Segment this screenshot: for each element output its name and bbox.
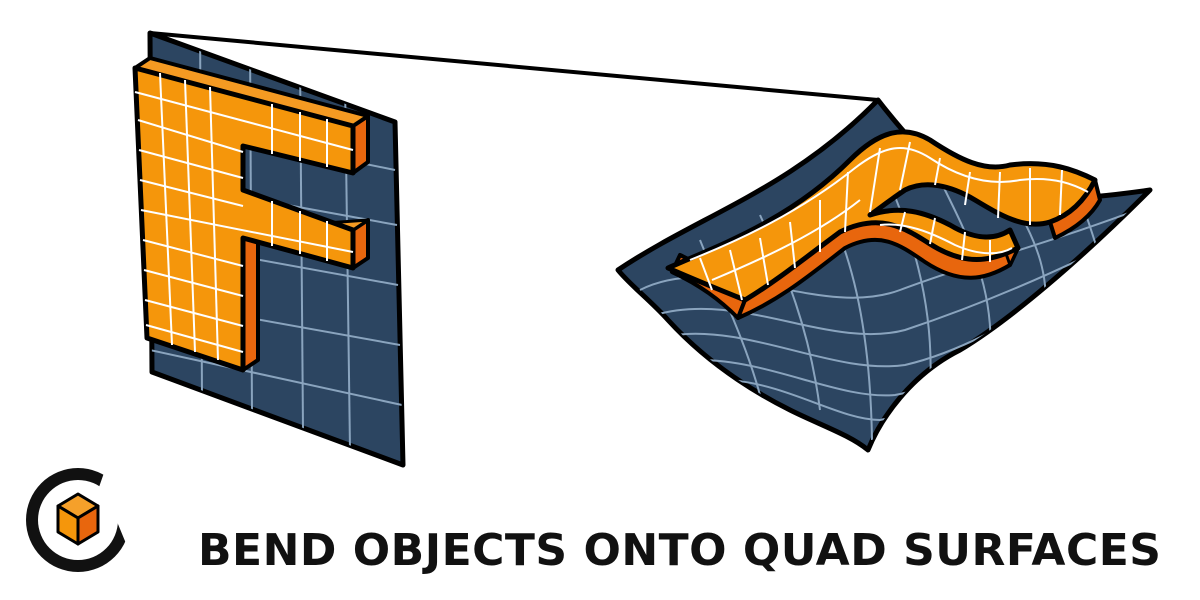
caption-title: BEND OBJECTS ONTO QUAD SURFACES	[198, 525, 1162, 576]
letter-f-bent	[665, 129, 1102, 320]
letter-f-flat	[132, 56, 370, 373]
projection-line	[149, 31, 879, 102]
cube-in-circle-icon	[26, 468, 133, 572]
